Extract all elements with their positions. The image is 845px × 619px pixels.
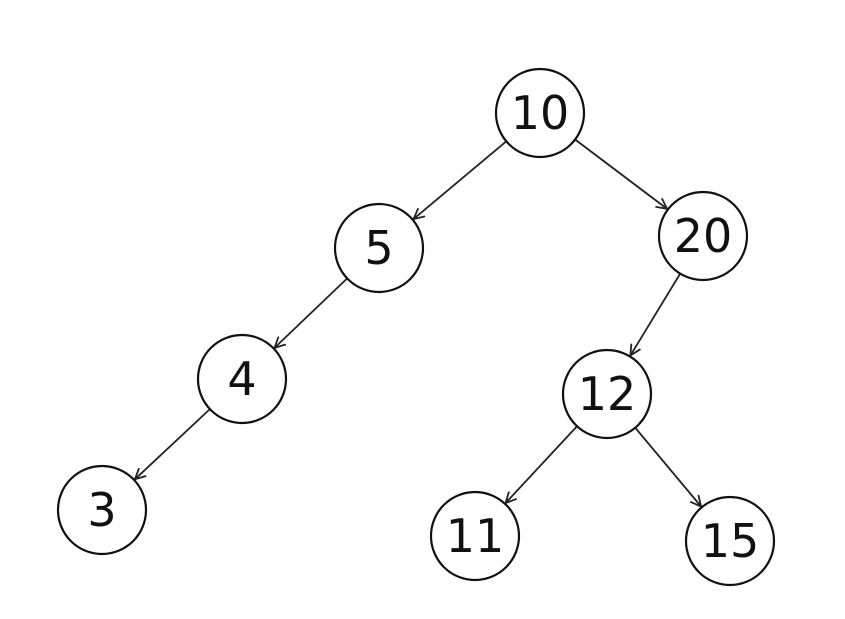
node-label-12: 12 bbox=[578, 367, 637, 421]
edge-10-to-5 bbox=[412, 140, 507, 221]
node-label-3: 3 bbox=[87, 483, 116, 537]
tree-node-10: 10 bbox=[494, 67, 586, 159]
edge-20-to-12 bbox=[629, 273, 681, 357]
tree-node-11: 11 bbox=[429, 490, 521, 582]
node-circle-12 bbox=[561, 348, 653, 440]
node-circle-5 bbox=[333, 202, 425, 294]
edge-10-to-20 bbox=[574, 138, 668, 210]
edges-layer bbox=[133, 138, 702, 508]
edge-12-to-15 bbox=[634, 427, 702, 508]
node-label-20: 20 bbox=[674, 209, 733, 263]
node-circle-15 bbox=[684, 495, 776, 587]
edge-5-to-4 bbox=[273, 277, 348, 349]
node-circle-20 bbox=[657, 190, 749, 282]
edge-4-to-3 bbox=[133, 408, 211, 481]
node-circle-4 bbox=[196, 333, 288, 425]
node-label-5: 5 bbox=[364, 221, 393, 275]
tree-node-4: 4 bbox=[196, 333, 288, 425]
node-circle-10 bbox=[494, 67, 586, 159]
tree-node-12: 12 bbox=[561, 348, 653, 440]
tree-node-15: 15 bbox=[684, 495, 776, 587]
node-label-15: 15 bbox=[701, 514, 760, 568]
nodes-layer: 10 5 20 4 12 3 11 15 bbox=[56, 67, 776, 587]
node-circle-11 bbox=[429, 490, 521, 582]
node-label-4: 4 bbox=[227, 352, 256, 406]
edge-12-to-11 bbox=[504, 425, 578, 504]
node-label-11: 11 bbox=[446, 509, 505, 563]
node-circle-3 bbox=[56, 464, 148, 556]
node-label-10: 10 bbox=[511, 86, 570, 140]
tree-node-3: 3 bbox=[56, 464, 148, 556]
tree-node-5: 5 bbox=[333, 202, 425, 294]
tree-node-20: 20 bbox=[657, 190, 749, 282]
